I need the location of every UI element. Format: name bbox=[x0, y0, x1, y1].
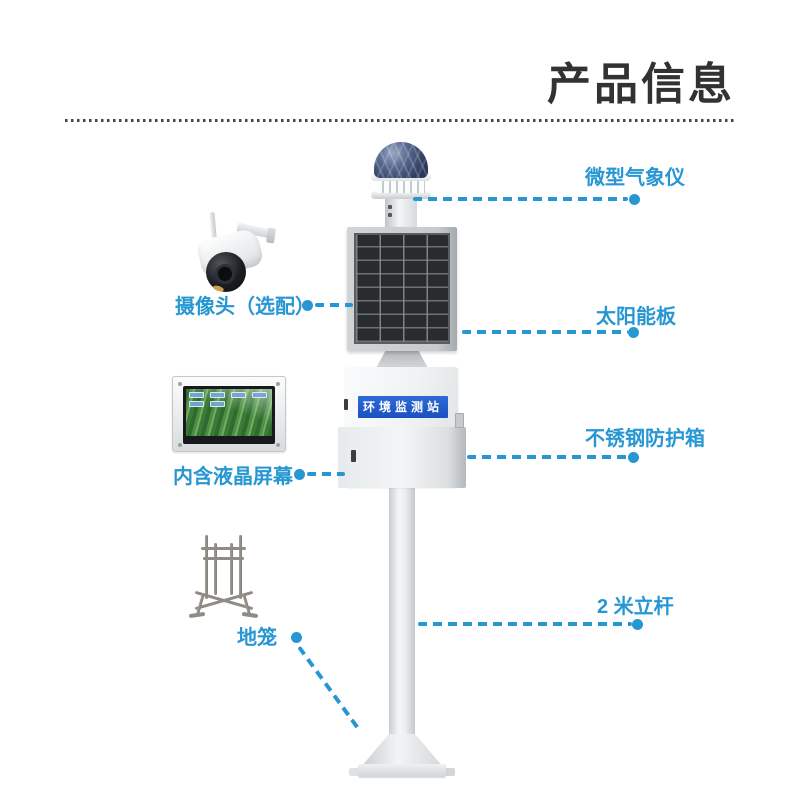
screen-data-chip bbox=[210, 401, 225, 407]
camera-illustration bbox=[193, 210, 283, 302]
solar-panel-bracket bbox=[376, 351, 428, 368]
lcd-screw bbox=[276, 382, 280, 386]
base-plate-ear-right bbox=[444, 768, 455, 776]
enclosure-hinge bbox=[455, 413, 464, 428]
cage-rod bbox=[239, 535, 242, 599]
callout-dot-pole bbox=[632, 619, 643, 630]
cage-foot bbox=[188, 611, 206, 618]
callout-dot-cage bbox=[291, 632, 302, 643]
header-dotted-divider bbox=[65, 119, 735, 122]
callout-leader-weather bbox=[413, 197, 628, 201]
pole-base-cone bbox=[361, 734, 443, 767]
callout-leader-cage bbox=[297, 645, 362, 733]
callout-dot-camera bbox=[302, 300, 313, 311]
callout-label-pole: 2 米立杆 bbox=[597, 596, 674, 618]
lcd-screen-content bbox=[186, 389, 272, 436]
cage-rod bbox=[214, 543, 217, 595]
callout-leader-solar bbox=[462, 330, 628, 334]
lcd-screw bbox=[276, 443, 280, 447]
callout-label-screen: 内含液晶屏幕 bbox=[173, 466, 293, 488]
screen-data-chip bbox=[231, 392, 246, 398]
enclosure-banner: 环境监测站 bbox=[358, 396, 448, 418]
base-plate bbox=[358, 764, 446, 777]
lcd-screw bbox=[178, 382, 182, 386]
callout-dot-weather bbox=[629, 194, 640, 205]
cage-rod bbox=[230, 543, 233, 595]
callout-label-camera: 摄像头（选配） bbox=[175, 296, 315, 318]
enclosure-latch bbox=[344, 399, 348, 410]
callout-label-solar: 太阳能板 bbox=[596, 306, 676, 328]
enclosure-box-lower bbox=[338, 427, 466, 488]
callout-label-cage: 地笼 bbox=[237, 627, 277, 649]
callout-label-enclosure: 不锈钢防护箱 bbox=[585, 428, 705, 450]
cage-foot bbox=[241, 611, 259, 618]
solar-panel-cells bbox=[354, 233, 450, 344]
enclosure-latch bbox=[351, 450, 356, 462]
base-plate-ear-left bbox=[349, 768, 360, 776]
weather-sensor-disc bbox=[371, 191, 431, 199]
page-title: 产品信息 bbox=[547, 60, 735, 109]
weather-sensor-slats bbox=[377, 180, 425, 193]
cage-rod bbox=[205, 535, 208, 599]
weather-sensor-screw bbox=[388, 213, 392, 217]
lcd-screw bbox=[178, 443, 182, 447]
callout-dot-enclosure bbox=[628, 452, 639, 463]
cage-crossbar bbox=[203, 557, 244, 560]
screen-data-chip bbox=[189, 392, 204, 398]
screen-data-chip bbox=[252, 392, 267, 398]
callout-leader-camera bbox=[315, 303, 353, 307]
screen-data-chip bbox=[189, 401, 204, 407]
cage-crossbar bbox=[201, 547, 246, 550]
callout-dot-solar bbox=[628, 327, 639, 338]
weather-sensor-dome bbox=[374, 142, 428, 178]
callout-label-weather: 微型气象仪 bbox=[585, 167, 685, 189]
weather-sensor-screw bbox=[388, 205, 392, 209]
callout-dot-screen bbox=[294, 469, 305, 480]
screen-data-chip bbox=[210, 392, 225, 398]
ground-cage-illustration bbox=[188, 531, 259, 621]
camera-lens-ring bbox=[215, 264, 235, 284]
camera-bracket-hook bbox=[265, 227, 277, 244]
callout-leader-screen bbox=[307, 472, 345, 476]
callout-leader-pole bbox=[418, 622, 632, 626]
callout-leader-enclosure bbox=[467, 455, 628, 459]
